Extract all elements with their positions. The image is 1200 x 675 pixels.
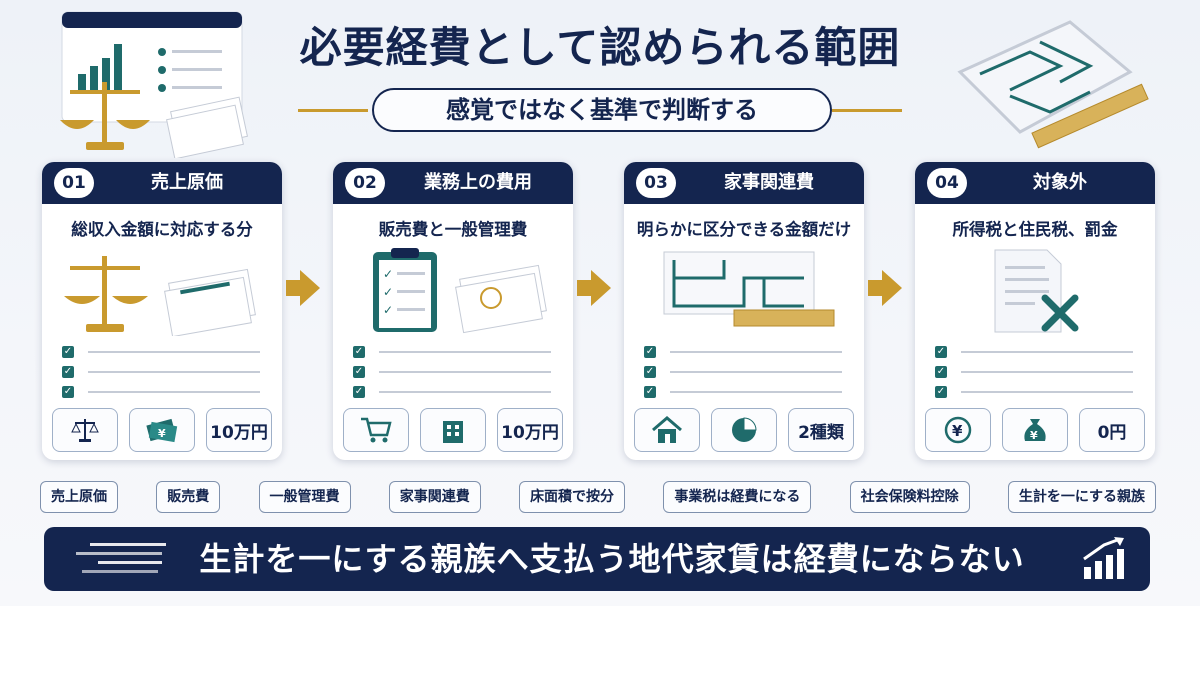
keyword-tag: 事業税は経費になる [663, 481, 812, 513]
card-title: 家事関連費 [724, 172, 814, 193]
keyword-tag: 売上原価 [40, 481, 118, 513]
card-02: 02 業務上の費用 販売費と一般管理費 ✓ ✓ ✓ ✓ ✓ ✓ 10万円 [333, 162, 573, 460]
card-tiles: 10万円 [343, 408, 563, 452]
subtitle-right-rule [832, 109, 902, 112]
arrow-right-icon [591, 270, 611, 306]
page-title: 必要経費として認められる範囲 [299, 23, 901, 72]
check-icon: ✓ [353, 386, 365, 398]
clipboard-documents-icon: ✓ ✓ ✓ [373, 248, 547, 334]
card-description: 総収入金額に対応する分 [71, 220, 253, 239]
tile-amount: 10万円 [497, 408, 563, 452]
svg-text:¥: ¥ [158, 427, 166, 440]
svg-text:¥: ¥ [952, 422, 963, 440]
infographic-canvas: 必要経費として認められる範囲 感覚ではなく基準で判断する 01 売上原価 総収入… [0, 0, 1200, 606]
check-icon: ✓ [353, 366, 365, 378]
card-tiles: ¥ ¥ 0円 [925, 408, 1145, 452]
svg-text:✓: ✓ [383, 285, 393, 299]
check-icon: ✓ [62, 346, 74, 358]
card-title: 対象外 [1033, 172, 1087, 193]
money-bag-icon: ¥ [1002, 408, 1068, 452]
scale-documents-icon [64, 256, 256, 336]
checklist: ✓ ✓ ✓ [644, 342, 842, 402]
subtitle: 感覚ではなく基準で判断する [372, 88, 832, 132]
card-number: 02 [345, 168, 385, 198]
growth-chart-icon [1083, 537, 1124, 579]
yen-bills-icon: ¥ [129, 408, 195, 452]
subtitle-left-rule [298, 109, 368, 112]
card-header: 03 家事関連費 [624, 162, 864, 204]
card-title: 業務上の費用 [424, 172, 532, 193]
dashboard-scale-illustration [60, 11, 248, 158]
svg-text:✓: ✓ [383, 267, 393, 281]
banner-text: 生計を一にする親族へ支払う地代家賃は経費にならない [199, 540, 1025, 578]
check-icon: ✓ [935, 366, 947, 378]
card-number: 01 [54, 168, 94, 198]
arrow-right-icon [868, 280, 884, 296]
card-03: 03 家事関連費 明らかに区分できる金額だけ ✓ ✓ ✓ 2種類 [624, 162, 864, 460]
floor-plan-ruler-icon [663, 251, 835, 327]
floor-plan-illustration [957, 20, 1149, 149]
checklist: ✓ ✓ ✓ [353, 342, 551, 402]
yen-coin-icon: ¥ [925, 408, 991, 452]
check-icon: ✓ [353, 346, 365, 358]
check-icon: ✓ [935, 386, 947, 398]
house-icon [634, 408, 700, 452]
card-header: 04 対象外 [915, 162, 1155, 204]
subtitle-group: 感覚ではなく基準で判断する [298, 88, 902, 132]
check-icon: ✓ [935, 346, 947, 358]
card-number: 03 [636, 168, 676, 198]
scale-icon [52, 408, 118, 452]
pie-icon [711, 408, 777, 452]
conclusion-banner: 生計を一にする親族へ支払う地代家賃は経費にならない [44, 527, 1150, 591]
keyword-tag: 生計を一にする親族 [1007, 481, 1156, 513]
keyword-tag: 販売費 [156, 481, 221, 513]
building-icon [420, 408, 486, 452]
tile-amount: 2種類 [788, 408, 854, 452]
card-header: 01 売上原価 [42, 162, 282, 204]
card-description: 所得税と住民税、罰金 [952, 220, 1118, 239]
keyword-tag: 社会保険料控除 [849, 481, 970, 513]
arrow-right-icon [300, 270, 320, 306]
check-icon: ✓ [62, 366, 74, 378]
card-04: 04 対象外 所得税と住民税、罰金 ✓ ✓ ✓ ¥ ¥ 0円 [915, 162, 1155, 460]
speed-lines-icon [76, 543, 166, 573]
arrow-right-icon [577, 280, 593, 296]
check-icon: ✓ [644, 346, 656, 358]
document-cross-icon [994, 249, 1079, 333]
check-icon: ✓ [644, 366, 656, 378]
keyword-tags: 売上原価 販売費 一般管理費 家事関連費 床面積で按分 事業税は経費になる 社会… [40, 481, 1156, 513]
svg-text:¥: ¥ [1030, 429, 1038, 442]
keyword-tag: 床面積で按分 [519, 481, 626, 513]
check-icon: ✓ [644, 386, 656, 398]
keyword-tag: 家事関連費 [388, 481, 481, 513]
card-number: 04 [927, 168, 967, 198]
check-icon: ✓ [62, 386, 74, 398]
tile-amount: 0円 [1079, 408, 1145, 452]
checklist: ✓ ✓ ✓ [62, 342, 260, 402]
keyword-tag: 一般管理費 [258, 481, 351, 513]
card-description: 販売費と一般管理費 [378, 220, 528, 239]
cart-icon [343, 408, 409, 452]
checklist: ✓ ✓ ✓ [935, 342, 1133, 402]
tile-amount: 10万円 [206, 408, 272, 452]
card-header: 02 業務上の費用 [333, 162, 573, 204]
arrow-right-icon [286, 280, 302, 296]
arrow-right-icon [882, 270, 902, 306]
card-tiles: ¥ 10万円 [52, 408, 272, 452]
card-description: 明らかに区分できる金額だけ [636, 220, 852, 239]
card-title: 売上原価 [151, 172, 223, 193]
card-tiles: 2種類 [634, 408, 854, 452]
card-01: 01 売上原価 総収入金額に対応する分 ✓ ✓ ✓ ¥ 10万円 [42, 162, 282, 460]
svg-text:✓: ✓ [383, 303, 393, 317]
